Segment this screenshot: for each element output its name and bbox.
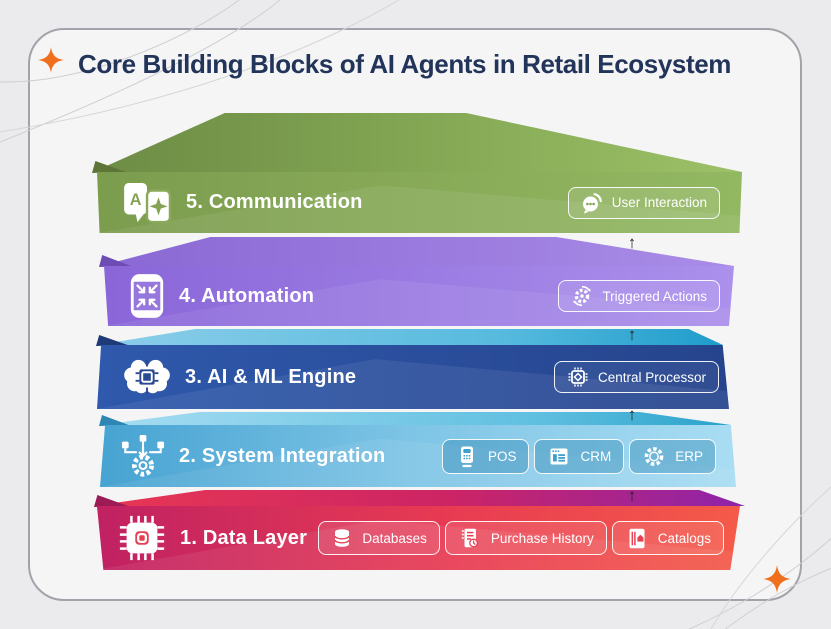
badge-central-processor: Central Processor [553, 361, 719, 393]
page-title: Core Building Blocks of AI Agents in Ret… [78, 49, 731, 79]
badge-databases: Databases [318, 521, 440, 555]
badge-user-interaction: User Interaction [567, 186, 720, 219]
pos-terminal-icon [455, 445, 479, 468]
layer-roof-integration [100, 412, 731, 425]
badge-label: Triggered Actions [602, 288, 707, 304]
chip-icon [117, 513, 167, 563]
gear-sync-icon [571, 285, 593, 307]
translate-icon: A [123, 182, 173, 224]
crm-window-icon [547, 445, 571, 468]
badge-label: User Interaction [611, 195, 707, 210]
badge-crm: CRM [534, 438, 625, 474]
layer-label: 5. Communication [186, 191, 363, 213]
layer-roof-data [93, 490, 745, 506]
badge-group: Databases Purchase History [318, 521, 724, 555]
layer-label: 2. System Integration [179, 444, 386, 467]
layer-band-data: 1. Data Layer Databases [96, 506, 740, 570]
badge-pos: POS [441, 438, 530, 474]
layer-label: 1. Data Layer [180, 526, 308, 549]
svg-text:A: A [130, 190, 142, 208]
badge-group: User Interaction [567, 186, 720, 219]
layer-band-ai-ml: 3. AI & ML Engine Central Processor [97, 345, 729, 409]
badge-group: Triggered Actions [558, 280, 720, 312]
catalog-book-icon [625, 527, 649, 550]
badge-label: Purchase History [490, 530, 594, 546]
erp-gear-icon [642, 445, 666, 468]
layer-label: 3. AI & ML Engine [185, 365, 357, 388]
badge-group: Central Processor [553, 361, 719, 393]
flow-arrow-up-icon: ↑ [627, 233, 637, 252]
badge-triggered-actions: Triggered Actions [558, 280, 720, 312]
layer-band-automation: 4. Automation Triggered Actions [104, 266, 734, 326]
brain-chip-icon [122, 357, 172, 397]
layer-band-integration: 2. System Integration POS [100, 425, 736, 487]
chat-bubble-icon [581, 191, 603, 214]
integration-gear-icon [120, 434, 166, 478]
layer-label: 4. Automation [179, 284, 315, 307]
badge-catalogs: Catalogs [611, 521, 724, 555]
layer-fold-integration [99, 415, 129, 426]
badge-label: Central Processor [597, 369, 706, 385]
badge-label: ERP [675, 448, 703, 464]
badge-label: CRM [580, 448, 612, 464]
layer-band-communication: A 5. Communication User Interaction [97, 172, 742, 233]
badge-erp: ERP [629, 438, 716, 474]
badge-label: Catalogs [657, 530, 711, 546]
badge-label: Databases [362, 530, 427, 546]
flow-arrow-up-icon: ↑ [627, 486, 637, 505]
badge-purchase-history: Purchase History [444, 521, 607, 555]
flow-arrow-up-icon: ↑ [627, 405, 637, 424]
layer-roof-ai-ml [97, 329, 723, 345]
compress-device-icon [128, 273, 166, 319]
badge-group: POS CRM [441, 438, 716, 474]
receipt-clock-icon [458, 527, 482, 550]
layer-fold-ai-ml [96, 335, 128, 346]
cpu-chip-icon [567, 366, 589, 388]
database-icon [331, 527, 353, 549]
badge-label: POS [487, 448, 517, 464]
flow-arrow-up-icon: ↑ [627, 325, 637, 344]
